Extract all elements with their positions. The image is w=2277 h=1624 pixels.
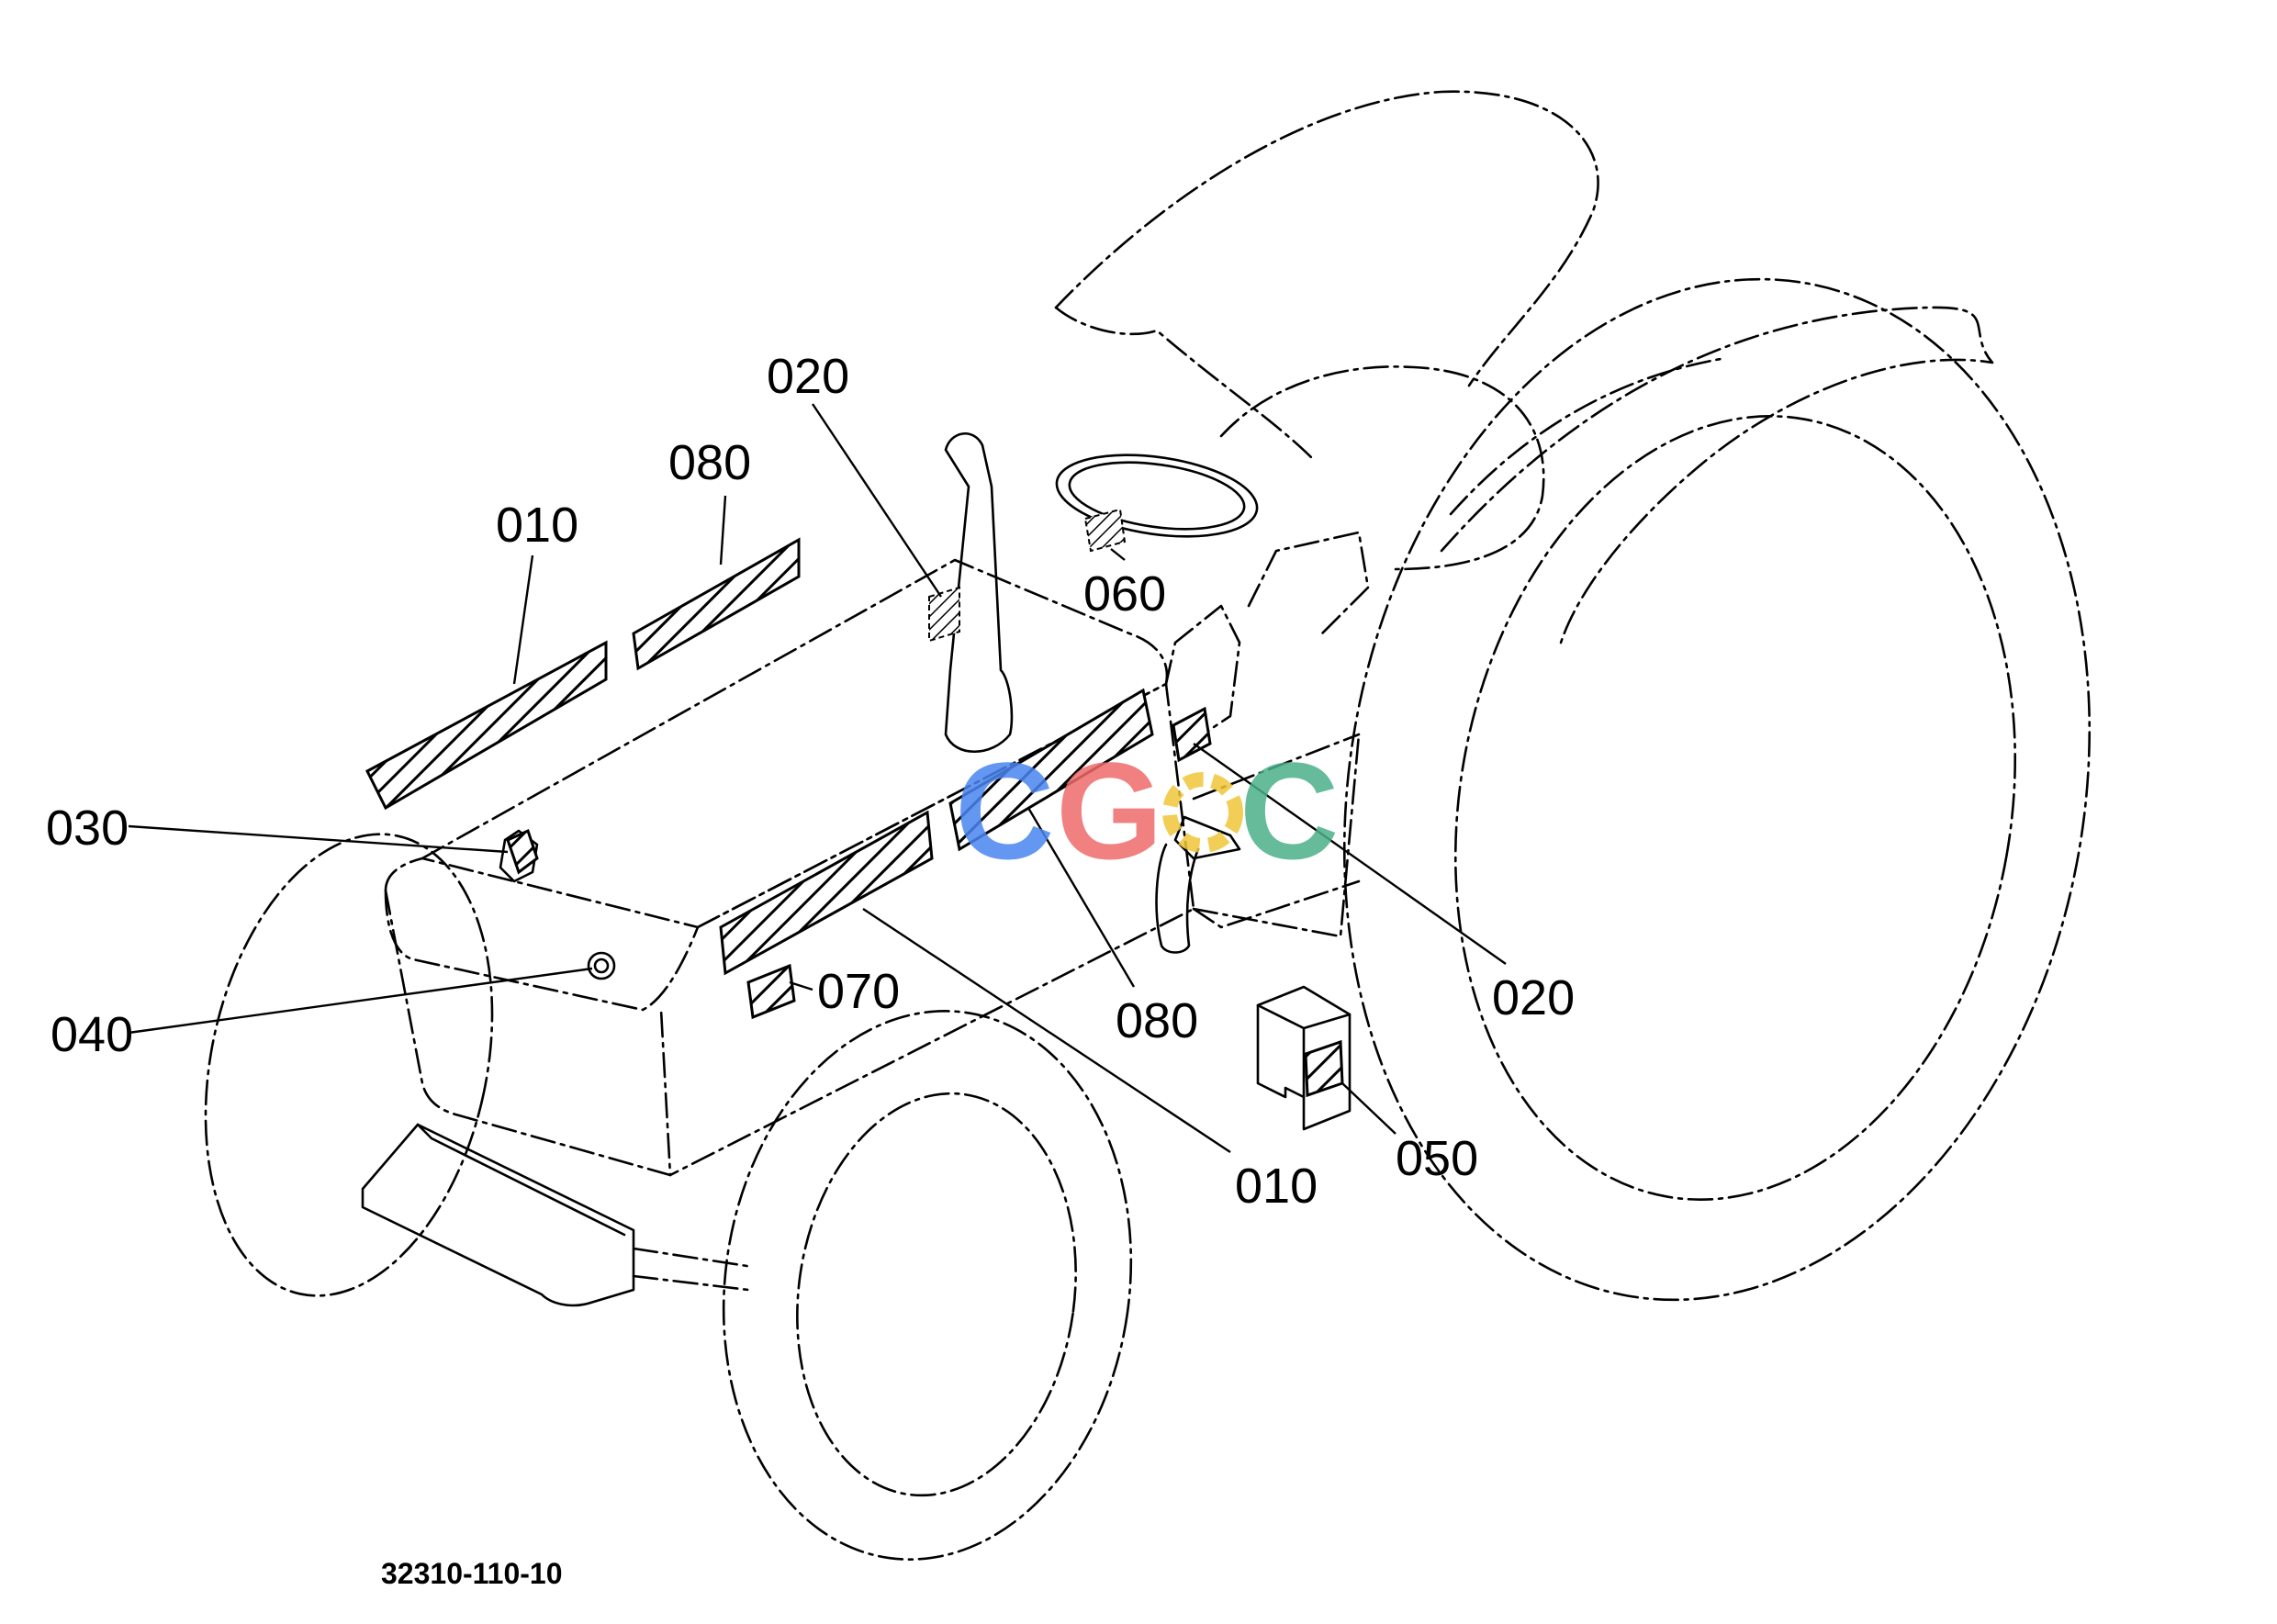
fender-edge (1449, 356, 1728, 516)
inset-part-edges (1256, 1003, 1352, 1099)
callout-080-top: 080 (668, 435, 751, 490)
decal-080-side (948, 688, 1154, 852)
decal-010-top (365, 640, 608, 811)
leader-020-side (1193, 743, 1507, 965)
lever (1155, 843, 1200, 954)
watermark-letter-1: C (955, 734, 1054, 888)
rear-wheel-tire (1342, 277, 2092, 1302)
leader-010-top (512, 554, 534, 685)
leader-060 (1110, 548, 1126, 561)
watermark-letter-3: C (1239, 734, 1339, 888)
watermark-gear-icon (1162, 772, 1243, 853)
lever-grip (1173, 815, 1241, 860)
hood-latch (499, 829, 539, 883)
callout-020-top: 020 (767, 349, 849, 404)
dash-panel (1164, 604, 1241, 736)
front-right-rim (796, 1092, 1077, 1497)
grille (384, 889, 672, 1177)
step (1247, 531, 1370, 635)
tractor-outline (204, 90, 2092, 1561)
front-bumper (361, 1123, 635, 1307)
callout-020-side: 020 (1492, 970, 1575, 1025)
decal-050 (1304, 1039, 1344, 1098)
drawing-number: 32310-110-10 (381, 1557, 563, 1590)
left-fender-lower (1054, 306, 1315, 461)
front-left-tire (204, 833, 494, 1297)
rear-wheel-rim (1453, 415, 2017, 1201)
front-right-tire (722, 1010, 1133, 1561)
callout-040: 040 (50, 1007, 133, 1062)
callout-080-side: 080 (1116, 993, 1198, 1048)
decal-080-top (632, 537, 801, 671)
leader-080-top (719, 495, 727, 566)
decal-070 (746, 963, 796, 1020)
left-fender (1054, 90, 1599, 387)
bumper-edge (416, 1123, 626, 1237)
leader-050 (1341, 1082, 1396, 1135)
watermark-letter-2: G (1056, 734, 1163, 888)
seat (1219, 365, 1545, 571)
leader-lines (128, 403, 1507, 1154)
leader-020-top (812, 403, 942, 598)
leader-080-side (1026, 807, 1136, 988)
decal-030 (506, 828, 539, 875)
callout-050: 050 (1396, 1131, 1478, 1186)
leader-040 (128, 967, 593, 1035)
leader-010-side (862, 907, 1231, 1154)
inset-part-block (1256, 985, 1352, 1131)
decal-010-side (719, 810, 934, 976)
front-axle (632, 1247, 755, 1292)
steering-wheel (1055, 454, 1259, 538)
watermark-logo: C G C (955, 734, 1339, 888)
decal-060 (1083, 508, 1127, 553)
leader-030 (128, 824, 509, 854)
decals (365, 508, 1344, 1098)
decal-020-top (928, 586, 960, 643)
callout-010-top: 010 (496, 498, 578, 553)
key-switch (587, 951, 616, 980)
callout-060: 060 (1083, 566, 1166, 622)
callout-010-side: 010 (1235, 1159, 1318, 1214)
exhaust-pipe (944, 431, 1014, 754)
callout-030: 030 (46, 801, 129, 856)
callout-070: 070 (817, 964, 900, 1019)
hood-front (384, 857, 700, 1012)
decal-020-side (1172, 706, 1212, 763)
leader-070 (789, 980, 813, 991)
key-switch-center (593, 958, 610, 974)
callout-labels: 010 080 020 060 030 040 070 080 010 020 … (46, 349, 1575, 1214)
steering-wheel-inner (1068, 461, 1246, 531)
